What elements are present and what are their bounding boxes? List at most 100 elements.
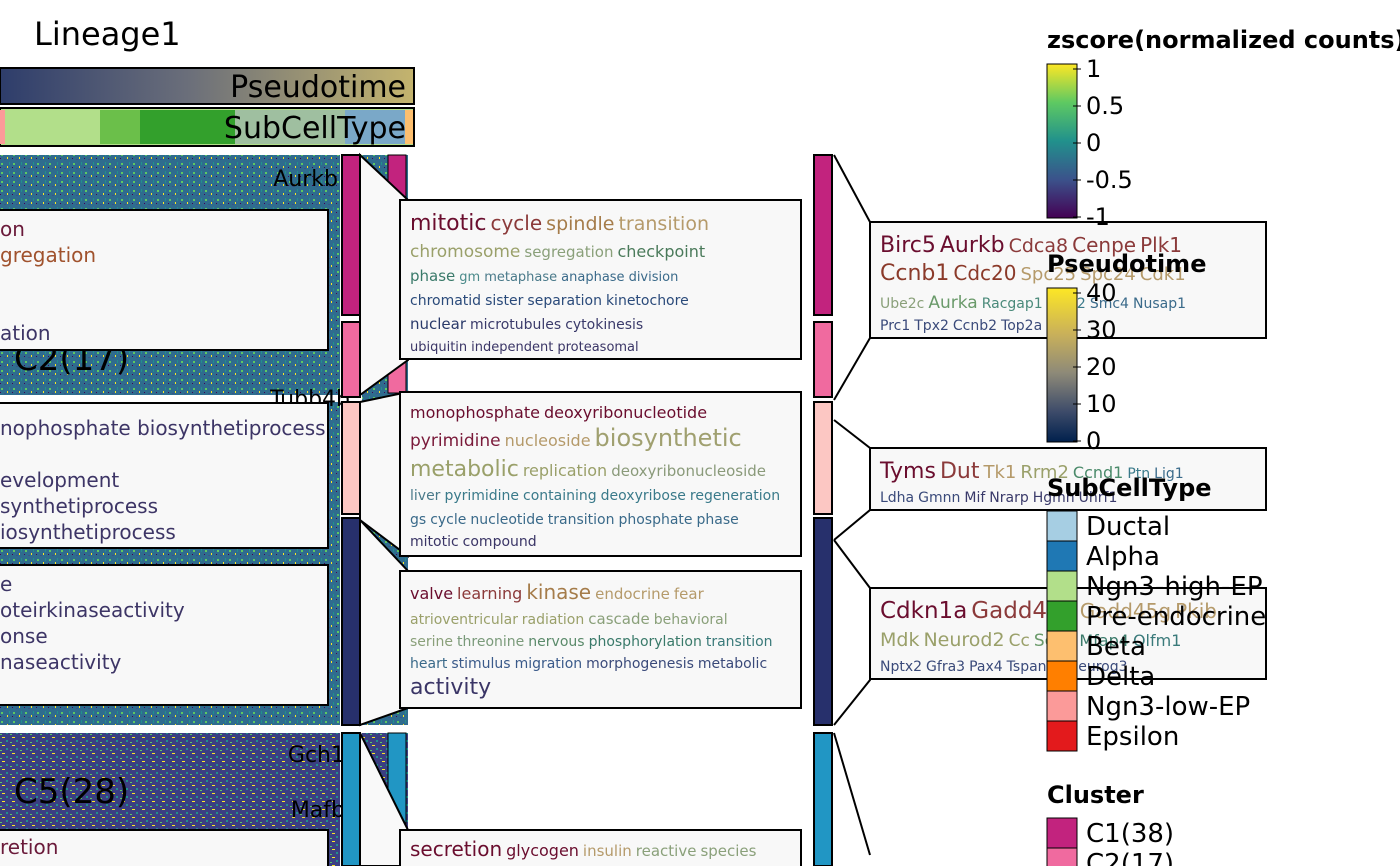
panel-word: phase [697, 512, 739, 528]
panel-word: independent [471, 340, 553, 355]
panel-word: Cdkn1a [880, 598, 967, 624]
panel-word: Tpx2 [913, 318, 949, 334]
panel-word: metabolic [410, 457, 519, 482]
panel-word: Tyms [879, 459, 936, 484]
left-panel-line: nophosphate biosynthetiprocess [0, 416, 326, 440]
left-panel-line: naseactivity [0, 650, 122, 674]
legend-cluster: Cluster C1(38)C2(17) [1046, 781, 1174, 866]
panel-word: sister [485, 293, 524, 309]
panel-word: atrioventricular [410, 612, 518, 628]
left-panel: retion [0, 829, 329, 866]
panel-word: Aurkb [940, 233, 1005, 258]
panel-word: kinase [526, 580, 591, 604]
panel-word: Lig1 [1154, 466, 1183, 482]
left-panel-line: evelopment [0, 468, 119, 492]
panel-word: valve [410, 584, 453, 603]
panel-word: Hgmn [1033, 490, 1075, 506]
legend-item-label: C2(17) [1086, 849, 1174, 866]
panel-word: Ube2c [880, 296, 924, 312]
pseudotime-annotation-bar: Pseudotime [0, 67, 415, 105]
cluster-3-genes-box [869, 447, 1267, 511]
left-panel-line: on [0, 217, 25, 241]
panel-word: reactive [636, 842, 697, 860]
panel-word: nucleoside [505, 431, 591, 450]
panel-word: Tk1 [982, 462, 1016, 483]
legend-tick-label: 30 [1086, 316, 1117, 344]
panel-word: Mdk [880, 629, 919, 651]
subcelltype-annotation-bar: SubCellType [0, 107, 415, 147]
legend-tick-label: 20 [1086, 353, 1117, 381]
panel-word: regeneration [690, 488, 780, 504]
panel-word: nervous [528, 634, 584, 650]
panel-word: Top2a [1000, 318, 1042, 334]
panel-word: metaphase [484, 270, 557, 285]
panel-word: Ptn [1127, 466, 1150, 482]
panel-word: insulin [583, 842, 632, 860]
row-label-gch1: Gch1 [288, 743, 345, 768]
panel-word: compound [463, 534, 537, 550]
panel-word: mitotic [410, 211, 486, 236]
panel-word: Prc1 [880, 318, 910, 334]
left-panel-line: retion [0, 835, 58, 859]
cluster-bars-right [813, 154, 833, 866]
panel-word: transition [548, 512, 615, 528]
panel-word: biosynthetic [595, 424, 742, 452]
panel-word: phosphorylation [589, 634, 702, 650]
left-panel-line: iosynthetiprocess [0, 520, 176, 544]
legend-item-label: Epsilon [1086, 722, 1179, 752]
panel-word: kinetochore [606, 293, 689, 309]
cluster-4-go-box [399, 570, 802, 709]
pseudotime-bar-label: Pseudotime [230, 70, 406, 105]
panel-word: gm [459, 270, 480, 285]
panel-word: Neurod2 [923, 629, 1004, 651]
left-panel-line: onse [0, 624, 48, 648]
panel-word: segregation [524, 243, 613, 261]
plot-title: Lineage1 [34, 15, 181, 53]
panel-word: transition [618, 213, 709, 235]
legend-pseudotime-title: Pseudotime [1047, 250, 1206, 278]
legend-tick-label: 0 [1086, 427, 1101, 455]
legend-item-label: Ngn3-low-EP [1086, 692, 1250, 722]
panel-word: behavioral [654, 612, 728, 628]
cluster-3-go-box [399, 391, 802, 557]
panel-word: Rrm2 [1020, 462, 1069, 483]
cluster-bar-right [813, 517, 833, 726]
panel-word: phase [410, 267, 455, 285]
panel-word: Spc24 [1080, 264, 1136, 285]
cluster-label-c5: C5(28) [14, 772, 129, 812]
panel-word: Smc4 [1090, 296, 1129, 312]
panel-word: species [700, 842, 756, 860]
panel-word: Ldha [880, 490, 914, 506]
legend-zscore: zscore(normalized counts) 10.50-0.5-1 [1046, 26, 1400, 231]
cluster-bar-right [813, 732, 833, 866]
panel-word: microtubules [470, 317, 561, 333]
panel-word: chromatid [410, 293, 481, 309]
panel-line: activity [410, 675, 491, 700]
legend-tick-label: 10 [1086, 390, 1117, 418]
panel-word: threonine [457, 634, 524, 650]
panel-word: nuclear [410, 315, 467, 333]
panel-word: containing [523, 488, 597, 504]
panel-word: Pkib [1175, 599, 1217, 623]
panel-word: cytokinesis [565, 317, 643, 333]
panel-word: endocrine [595, 585, 670, 603]
legend-swatch [1046, 540, 1078, 572]
panel-word: stimulus [451, 656, 510, 672]
panel-word: learning [457, 584, 522, 603]
panel-word: Mif [964, 490, 986, 506]
panel-word: Mfap4 [1079, 631, 1129, 650]
panel-word: cascade [588, 610, 649, 628]
panel-word: Ccnd1 [1073, 463, 1123, 482]
